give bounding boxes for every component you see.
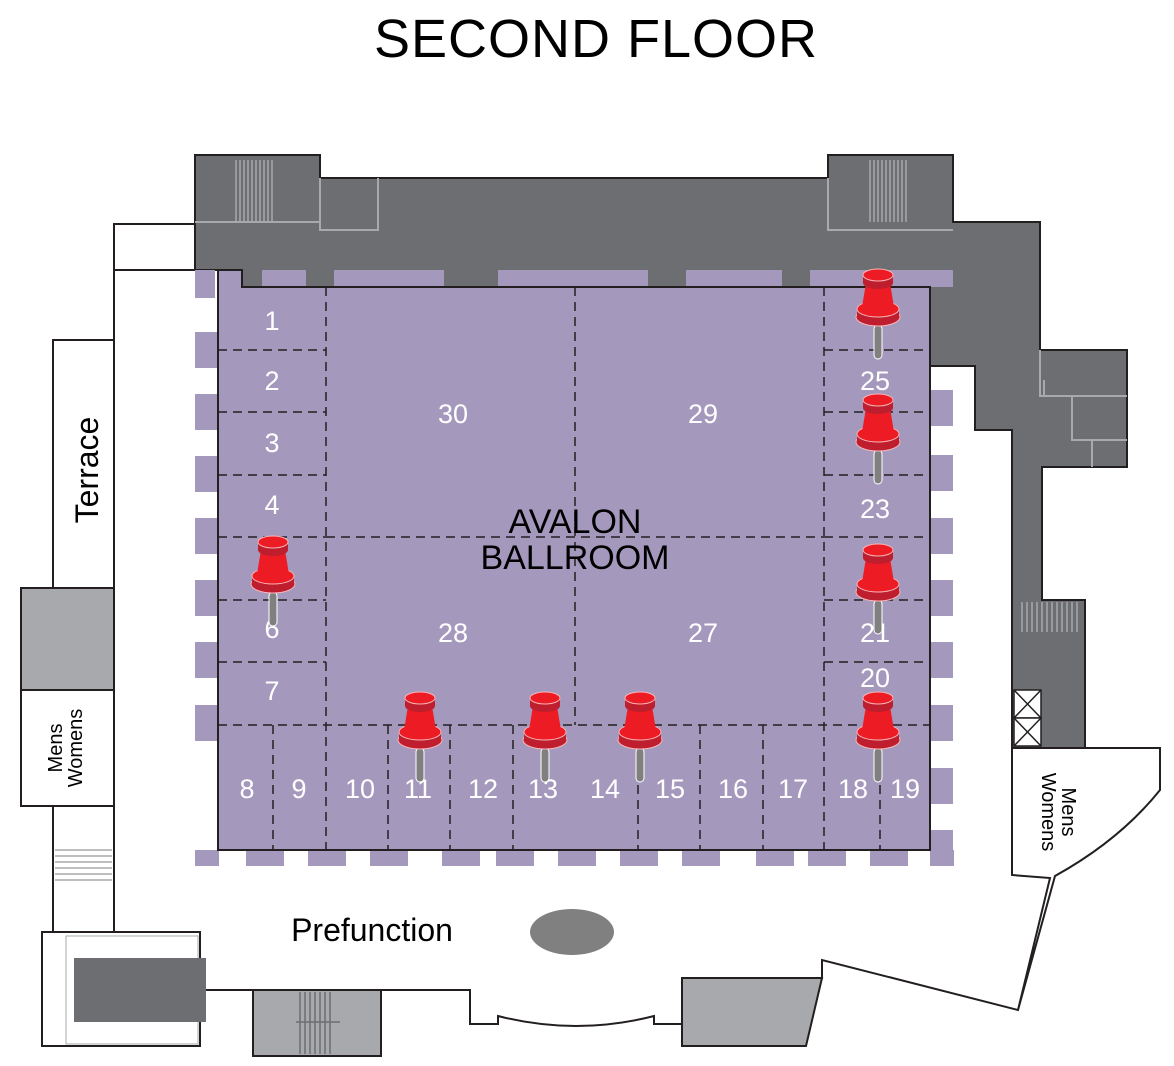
wall-tab <box>930 642 953 678</box>
room-4-label[interactable]: 4 <box>264 490 279 520</box>
room-15-label[interactable]: 15 <box>655 774 685 804</box>
map-pins <box>250 268 901 783</box>
prefunction-label: Prefunction <box>291 912 453 948</box>
building-outline-inner <box>113 224 253 991</box>
map-pin-icon[interactable] <box>855 268 901 360</box>
wall-tab <box>558 850 596 866</box>
restroom-left-mens: Mens <box>45 724 67 773</box>
map-pin-icon[interactable] <box>855 691 901 783</box>
room-9-label[interactable]: 9 <box>291 774 306 804</box>
map-pin-icon[interactable] <box>855 393 901 485</box>
room-7-label[interactable]: 7 <box>264 676 279 706</box>
stairs-top-right-icon <box>869 160 907 222</box>
elevator-icon <box>1013 689 1042 747</box>
map-pin-icon[interactable] <box>522 691 568 783</box>
service-walls <box>195 178 1127 467</box>
wall-tab <box>930 768 953 804</box>
ballroom-name-line1: AVALON <box>509 503 642 541</box>
ballroom-name-line2: BALLROOM <box>481 539 670 577</box>
stairs-bottom-center-icon <box>252 989 382 1057</box>
wall-tab <box>195 456 219 492</box>
stairs-right-icon <box>1021 602 1078 632</box>
terrace-label: Terrace <box>69 417 105 524</box>
stairs-top-left-icon <box>235 160 273 222</box>
wall-tab <box>370 850 408 866</box>
fountain <box>530 909 614 955</box>
room-1-label[interactable]: 1 <box>264 306 279 336</box>
restroom-right-womens: Womens <box>1037 773 1059 852</box>
wall-tab <box>442 850 480 866</box>
room-28-label[interactable]: 28 <box>438 618 468 648</box>
wall-tab <box>308 850 346 866</box>
map-pin-icon[interactable] <box>397 691 443 783</box>
room-2-label[interactable]: 2 <box>264 366 279 396</box>
wall-tab <box>246 850 284 866</box>
restroom-right-mens: Mens <box>1057 788 1079 837</box>
wall-tab <box>686 270 782 287</box>
service-block-bottom-right <box>681 977 824 1047</box>
wall-tab <box>498 270 648 287</box>
wall-tab <box>756 850 794 866</box>
restroom-left-womens: Womens <box>65 709 87 788</box>
room-16-label[interactable]: 16 <box>718 774 748 804</box>
room-19-label[interactable]: 19 <box>890 774 920 804</box>
wall-tab <box>334 270 444 287</box>
room-17-label[interactable]: 17 <box>778 774 808 804</box>
ballroom-wall-tabs <box>195 270 954 866</box>
wall-tab <box>195 705 219 741</box>
wall-tab <box>195 394 219 430</box>
map-pin-icon[interactable] <box>855 543 901 635</box>
wall-tab <box>195 642 219 678</box>
wall-tab <box>930 518 953 554</box>
room-14-label[interactable]: 14 <box>590 774 620 804</box>
stairs-left-icon <box>55 849 112 881</box>
room-30-label[interactable]: 30 <box>438 399 468 429</box>
room-3-label[interactable]: 3 <box>264 428 279 458</box>
stairs-bottom-left-icon <box>65 935 206 1045</box>
wall-tab <box>195 580 219 616</box>
wall-tab <box>195 332 219 368</box>
room-12-label[interactable]: 12 <box>468 774 498 804</box>
wall-tab <box>930 455 953 491</box>
room-29-label[interactable]: 29 <box>688 399 718 429</box>
service-block-left <box>20 587 115 691</box>
room-18-label[interactable]: 18 <box>838 774 868 804</box>
wall-tab <box>930 580 953 616</box>
wall-tab <box>262 270 306 287</box>
room-10-label[interactable]: 10 <box>345 774 375 804</box>
wall-tab <box>930 850 954 866</box>
room-27-label[interactable]: 27 <box>688 618 718 648</box>
room-25-label[interactable]: 25 <box>860 366 890 396</box>
room-20-label[interactable]: 20 <box>860 663 890 693</box>
map-pin-icon[interactable] <box>250 535 296 627</box>
room-23-label[interactable]: 23 <box>860 494 890 524</box>
wall-tab <box>195 270 215 298</box>
wall-tab <box>930 390 953 426</box>
wall-tab <box>496 850 534 866</box>
room-labels: 1234678910111213141516171819202123252728… <box>239 306 920 804</box>
map-pin-icon[interactable] <box>617 691 663 783</box>
wall-tab <box>870 850 908 866</box>
wall-tab <box>808 850 846 866</box>
wall-tab <box>620 850 658 866</box>
wall-tab <box>682 850 720 866</box>
wall-tab <box>930 705 953 741</box>
floor-title: SECOND FLOOR <box>373 9 819 69</box>
wall-tab <box>195 518 219 554</box>
avalon-ballroom <box>217 269 931 851</box>
wall-tab <box>195 850 219 866</box>
room-8-label[interactable]: 8 <box>239 774 254 804</box>
